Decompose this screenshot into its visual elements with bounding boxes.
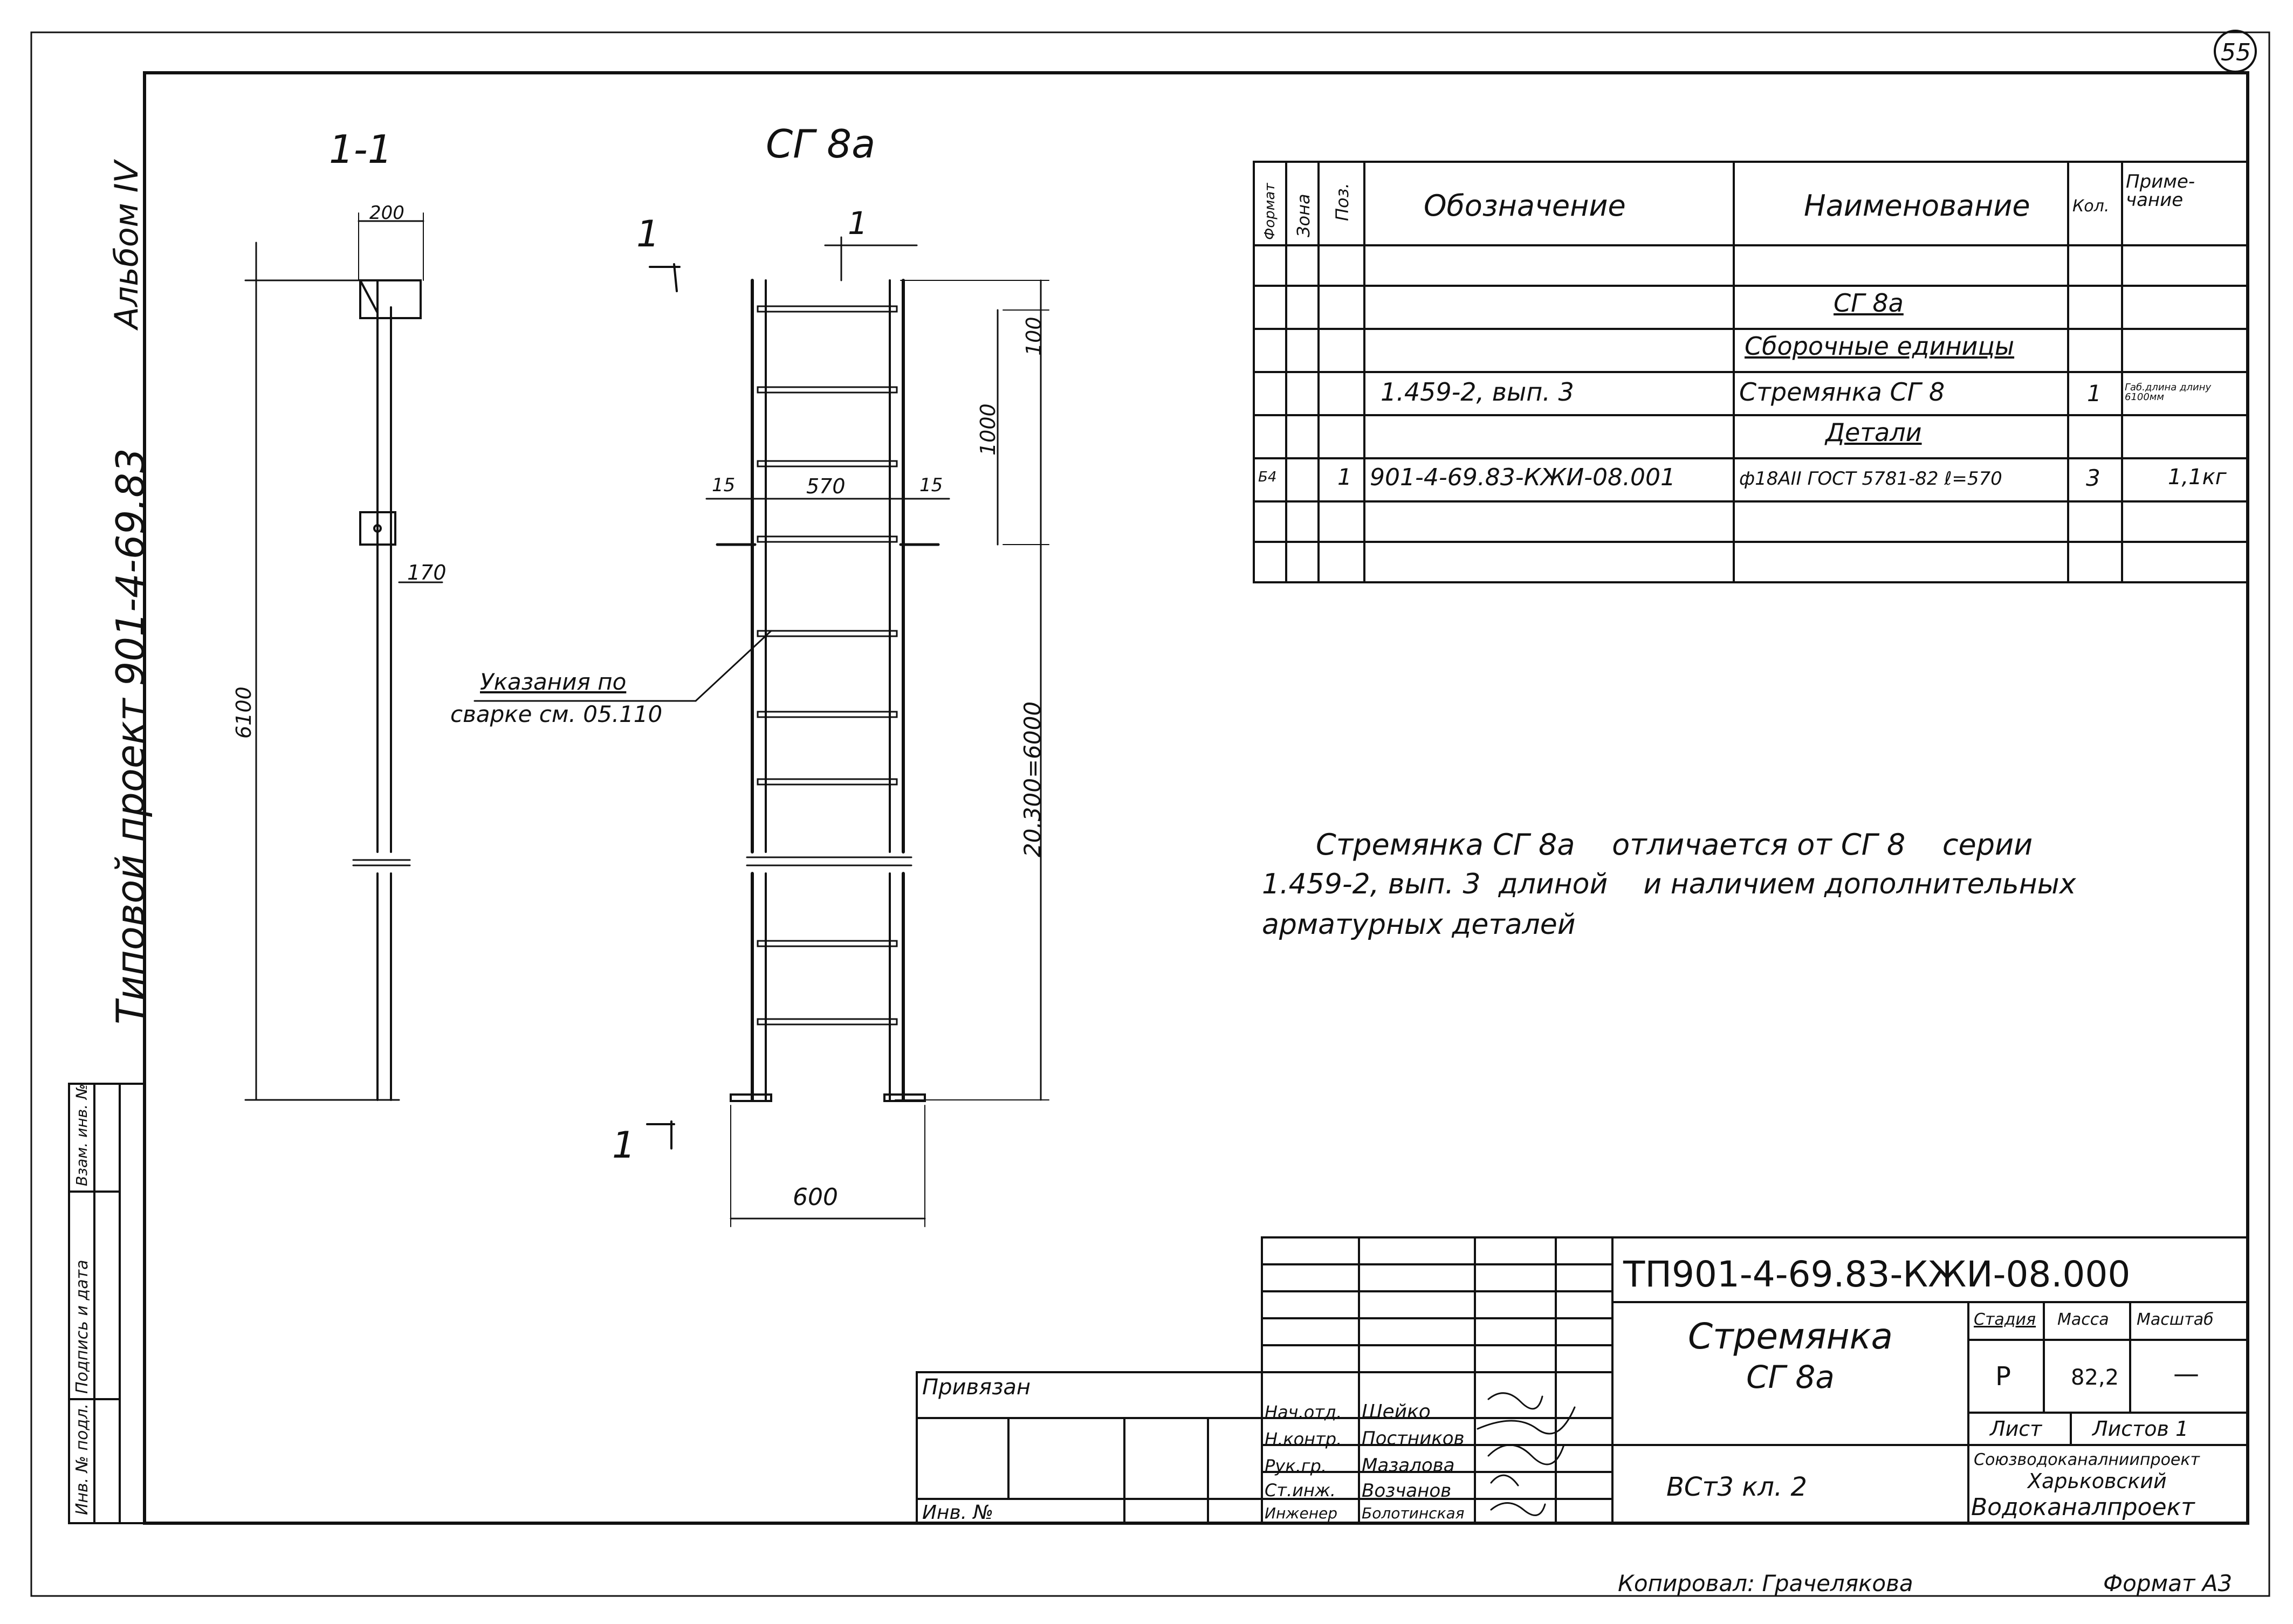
mass-value: 82,2 xyxy=(2071,1365,2119,1390)
dim-20x300: 20.300=6000 xyxy=(1019,701,1046,857)
name-3: Возчанов xyxy=(1362,1480,1452,1502)
scale-label: Масштаб xyxy=(2137,1310,2214,1329)
elevation-view xyxy=(473,236,1049,1227)
spec-detail-note: 1,1кг xyxy=(2168,465,2227,490)
dim-15-left: 15 xyxy=(712,474,736,496)
cut-mark-top: 1 xyxy=(636,213,660,256)
inv-no-label: Инв. № xyxy=(922,1502,994,1524)
album-label: Альбом IV xyxy=(108,161,146,329)
note-line1: Стремянка СГ 8а отличается от СГ 8 серии xyxy=(1316,828,2033,862)
title-line1: Стремянка xyxy=(1688,1316,1893,1357)
role-4: Инженер xyxy=(1265,1504,1338,1522)
title-block-grid xyxy=(916,1236,2249,1524)
mass-label: Масса xyxy=(2057,1310,2109,1329)
note-line3: арматурных деталей xyxy=(1262,909,1576,941)
name-0: Шейко xyxy=(1362,1401,1431,1423)
copied-by: Копировал: Грачелякова xyxy=(1618,1570,1913,1597)
note-line2: 1.459-2, вып. 3 длиной и наличием дополн… xyxy=(1262,868,2076,900)
format-label: Формат А3 xyxy=(2103,1570,2233,1597)
cut-mark-center: 1 xyxy=(848,205,868,242)
spec-assembly-qty: 1 xyxy=(2087,380,2102,407)
spec-header-name: Наименование xyxy=(1804,189,2030,223)
spec-table-grid xyxy=(1253,161,2249,583)
role-2: Рук.гр. xyxy=(1265,1456,1327,1476)
left-stamp-strip xyxy=(68,1083,146,1524)
title-line2: СГ 8а xyxy=(1746,1359,1835,1395)
cut-mark-bottom: 1 xyxy=(612,1124,636,1167)
spec-detail-pos: 1 xyxy=(1337,464,1352,490)
org-line1: Союзводоканалниипроект xyxy=(1974,1450,2200,1469)
sheets-label: Листов 1 xyxy=(2092,1417,2189,1441)
spec-detail-qty: 3 xyxy=(2086,465,2100,491)
stamp-signature-date: Подпись и дата xyxy=(73,1260,92,1394)
spec-assembly-note: Габ.длина длину 6100мм xyxy=(2125,382,2212,403)
spec-detail-designation: 901-4-69.83-КЖИ-08.001 xyxy=(1370,464,1676,491)
spec-header-note: Приме- чание xyxy=(2126,171,2195,211)
stamp-inv-podl: Инв. № подл. xyxy=(73,1403,92,1515)
dim-600: 600 xyxy=(793,1183,838,1211)
dim-6100: 6100 xyxy=(232,686,256,739)
page-number: 55 xyxy=(2221,39,2251,66)
sheet-label: Лист xyxy=(1990,1417,2042,1441)
role-3: Ст.инж. xyxy=(1265,1480,1336,1501)
name-2: Мазалова xyxy=(1362,1455,1455,1476)
project-title: Типовой проект 901-4-69.83 xyxy=(108,448,153,1024)
spec-detail-format: Б4 xyxy=(1258,469,1277,485)
name-1: Постников xyxy=(1362,1428,1465,1449)
weld-note-line2: сварке см. 05.110 xyxy=(450,701,663,727)
stage-label: Стадия xyxy=(1974,1310,2036,1329)
spec-header-qty: Кол. xyxy=(2072,197,2110,216)
spec-detail-name: ф18АII ГОСТ 5781-82 ℓ=570 xyxy=(1739,468,2002,490)
doc-code: ТП901-4-69.83-КЖИ-08.000 xyxy=(1623,1254,2131,1295)
spec-title-row: СГ 8а xyxy=(1834,288,1904,318)
section-label: 1-1 xyxy=(329,127,393,172)
org-line3: Водоканалпроект xyxy=(1971,1494,2195,1521)
scale-value: — xyxy=(2173,1359,2199,1389)
spec-section-assembly: Сборочные единицы xyxy=(1745,332,2015,361)
spec-header-pos: Поз. xyxy=(1332,183,1353,221)
dim-100: 100 xyxy=(1022,316,1046,356)
role-1: Н.контр. xyxy=(1265,1429,1342,1449)
spec-assembly-name: Стремянка СГ 8 xyxy=(1739,377,1945,407)
material: ВСт3 кл. 2 xyxy=(1666,1472,1807,1502)
elevation-label: СГ 8а xyxy=(766,121,876,167)
spec-header-zone: Зона xyxy=(1293,194,1314,237)
org-line2: Харьковский xyxy=(2028,1469,2167,1493)
page-number-circle xyxy=(2214,30,2257,73)
section-view xyxy=(244,212,443,1101)
dim-570: 570 xyxy=(806,474,846,498)
role-0: Нач.отд. xyxy=(1265,1402,1342,1422)
inner-frame xyxy=(143,71,2249,1525)
outer-frame xyxy=(30,31,2270,1597)
spec-header-designation: Обозначение xyxy=(1424,189,1626,223)
weld-note-line1: Указания по xyxy=(480,669,627,695)
stamp-vzam-inv: Взам. инв. № xyxy=(73,1083,91,1186)
stage-value: Р xyxy=(1995,1361,2011,1392)
privyazan-label: Привязан xyxy=(922,1375,1031,1400)
dim-15-right: 15 xyxy=(919,474,943,496)
spec-header-format: Формат xyxy=(1262,183,1278,240)
dim-200: 200 xyxy=(369,202,404,224)
spec-assembly-designation: 1.459-2, вып. 3 xyxy=(1381,377,1574,407)
name-4: Болотинская xyxy=(1362,1504,1465,1522)
dim-1000: 1000 xyxy=(976,403,1000,456)
spec-section-details: Детали xyxy=(1825,418,1922,447)
dim-170: 170 xyxy=(407,561,447,584)
